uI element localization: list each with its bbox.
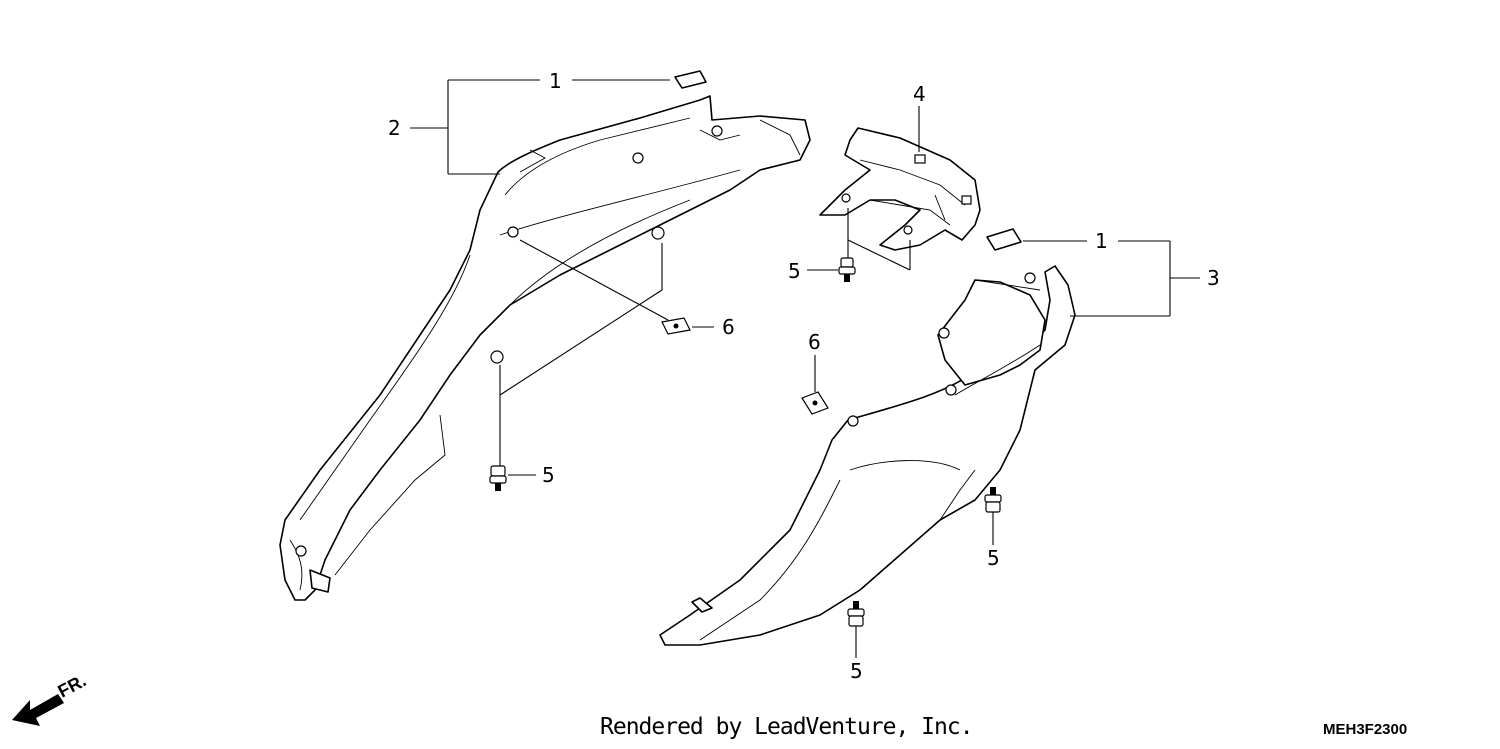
leader-lines: [410, 79, 1200, 658]
callout-6-center: 6: [808, 330, 821, 354]
clip-nut-left[interactable]: [661, 317, 691, 335]
left-rear-cowl[interactable]: [279, 95, 811, 601]
clip-nut-center[interactable]: [801, 391, 829, 415]
callout-5-left: 5: [542, 463, 555, 487]
emblem-right[interactable]: [986, 228, 1022, 251]
callout-6-left: 6: [722, 315, 735, 339]
callout-4: 4: [913, 82, 926, 106]
front-direction-arrow: FR.: [12, 670, 89, 726]
callout-3: 3: [1207, 266, 1220, 290]
callout-1-right: 1: [1095, 229, 1108, 253]
diagram-code: MEH3F2300: [1323, 721, 1408, 738]
bolt-bottom[interactable]: [847, 601, 865, 627]
callout-2: 2: [388, 116, 401, 140]
callout-5-bottom: 5: [850, 659, 863, 683]
bolt-right[interactable]: [984, 487, 1002, 513]
bolt-left[interactable]: [489, 465, 507, 491]
rendered-by-credit: Rendered by LeadVenture, Inc.: [600, 714, 974, 740]
bolt-center[interactable]: [838, 257, 856, 282]
callout-5-center: 5: [788, 259, 801, 283]
callout-1-left: 1: [549, 69, 562, 93]
emblem-left[interactable]: [674, 70, 707, 89]
center-lower-cowl[interactable]: [819, 127, 981, 251]
right-rear-cowl[interactable]: [659, 265, 1076, 646]
callout-5-right: 5: [987, 546, 1000, 570]
